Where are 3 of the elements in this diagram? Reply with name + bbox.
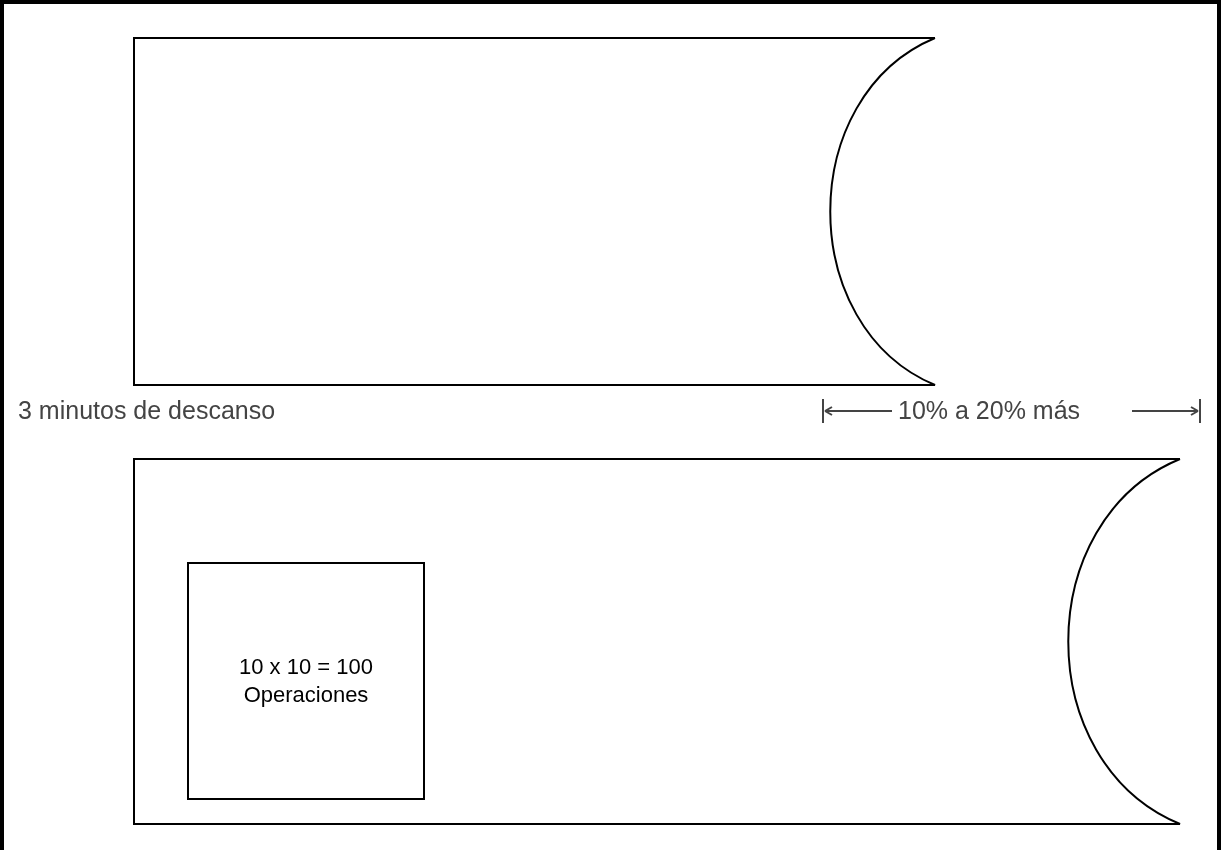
text-box: 10 x 10 = 100 Operaciones <box>187 562 425 800</box>
note-text: 3 minutos de descanso <box>18 396 276 425</box>
dimension-label: 10% a 20% más <box>898 396 1081 425</box>
